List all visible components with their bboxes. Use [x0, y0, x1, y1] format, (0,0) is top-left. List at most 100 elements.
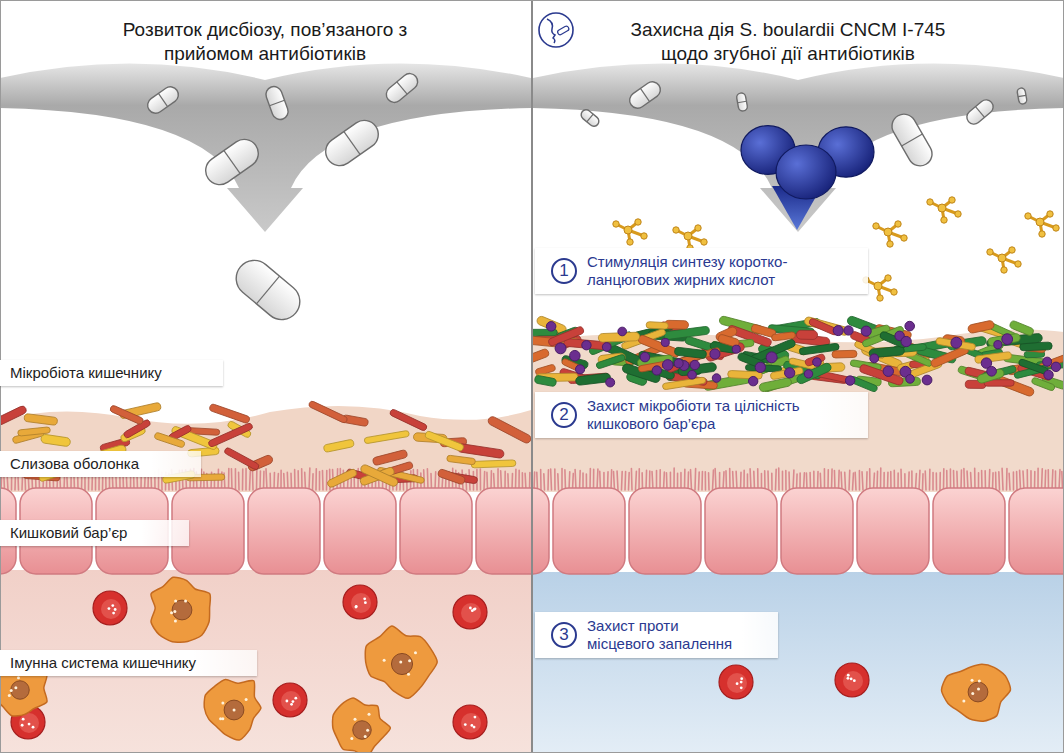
bacterium — [224, 447, 260, 471]
bacterium — [618, 327, 627, 336]
illustration-part — [885, 275, 891, 281]
callout-text: Захист мікробіоти та цілісність кишковог… — [587, 397, 837, 433]
illustration-part — [281, 691, 301, 711]
bacterium — [308, 400, 348, 424]
illustration-part — [943, 469, 945, 490]
illustration-part — [533, 488, 549, 574]
bacterium — [596, 354, 626, 369]
illustration-part — [248, 488, 320, 574]
panel-title: Захисна дія S. boulardii CNCM I-745 щодо… — [608, 18, 968, 66]
layer-label-text: Імунна система кишечнику — [10, 654, 196, 672]
bacterium — [487, 415, 531, 444]
illustration-part — [453, 705, 487, 739]
illustration-part — [933, 488, 1005, 574]
illustration-part — [368, 713, 371, 716]
illustration-part — [579, 470, 581, 490]
panel: Розвиток дисбіозу, пов’язаного з прийомо… — [0, 0, 531, 753]
bacterium — [662, 377, 706, 390]
illustration-part — [1051, 470, 1053, 490]
illustration-part — [953, 471, 955, 490]
red-blood-cell — [719, 665, 753, 699]
bacterium — [24, 413, 58, 425]
bacterium — [922, 375, 932, 385]
bacterium — [833, 326, 843, 336]
bacterium — [674, 359, 683, 368]
illustration-part — [988, 470, 990, 490]
illustration-part — [900, 469, 902, 490]
illustration-part — [778, 468, 780, 490]
illustration-part — [859, 471, 861, 490]
bacterium — [457, 443, 505, 458]
illustration-part — [497, 469, 499, 490]
antibiotic-capsule — [144, 84, 181, 117]
illustration-part — [474, 716, 477, 719]
illustration-part — [874, 282, 882, 290]
illustration-part — [891, 289, 897, 295]
illustration-part — [929, 469, 931, 490]
illustration-part — [922, 474, 924, 490]
illustration-part — [1019, 470, 1021, 490]
illustration-part — [938, 204, 946, 212]
bacterium — [967, 320, 994, 334]
panel-title: Розвиток дисбіозу, пов’язаного з прийомо… — [115, 18, 415, 66]
illustration-part — [473, 608, 476, 611]
bacterium — [662, 360, 673, 371]
illustration-part — [880, 468, 882, 490]
illustration-part — [998, 472, 1000, 490]
illustration-part — [968, 682, 988, 702]
illustration-part — [252, 469, 254, 490]
illustration-part — [17, 676, 20, 679]
illustration-part — [1018, 95, 1026, 96]
illustration-part — [743, 470, 745, 490]
illustration-part — [1061, 472, 1063, 490]
illustration-part — [684, 469, 686, 490]
illustration-part — [936, 473, 938, 490]
illustration-part — [782, 471, 784, 490]
bacterium — [732, 345, 740, 353]
illustration-part — [1006, 469, 1008, 490]
illustration-part — [221, 702, 224, 705]
bacterium — [1002, 334, 1013, 345]
illustration-part — [941, 217, 947, 223]
layer-label: Кишковий бар’єр — [0, 520, 189, 546]
illustration-part — [690, 470, 693, 490]
illustration-part — [174, 599, 177, 602]
callout-number: 1 — [551, 258, 577, 284]
illustration-part — [884, 228, 892, 236]
illustration-part — [1009, 488, 1064, 574]
bacterium — [861, 326, 871, 336]
illustration-part — [1001, 267, 1007, 273]
illustration-part — [235, 469, 237, 490]
illustration-part — [740, 677, 743, 680]
illustration-part — [114, 608, 117, 611]
bacterium — [832, 350, 857, 358]
illustration-part — [629, 488, 701, 574]
illustration-part — [628, 472, 630, 490]
illustration-part — [383, 70, 421, 105]
illustration-part — [966, 471, 969, 490]
illustration-part — [974, 468, 976, 490]
illustration-part — [781, 488, 853, 574]
bacterium — [844, 326, 853, 335]
illustration-part — [480, 469, 482, 490]
illustration-part — [712, 470, 715, 490]
illustration-part — [264, 84, 291, 121]
illustration-part — [877, 295, 883, 301]
bacterium — [533, 348, 550, 366]
illustration-part — [673, 468, 675, 490]
scfa-molecule — [927, 197, 961, 223]
illustration-part — [753, 471, 755, 490]
bacterium — [951, 337, 962, 348]
illustration-part — [635, 471, 637, 490]
illustration-part — [847, 674, 850, 677]
illustration-part — [844, 472, 846, 490]
mucus-layer — [533, 329, 1064, 492]
illustration-part — [850, 678, 853, 681]
antibiotic-capsule — [888, 110, 937, 170]
illustration-part — [233, 709, 236, 712]
illustration-part — [518, 470, 520, 490]
illustration-part — [238, 472, 240, 490]
illustration-part — [400, 488, 472, 574]
illustration-part — [992, 473, 994, 490]
illustration-part — [294, 697, 297, 700]
